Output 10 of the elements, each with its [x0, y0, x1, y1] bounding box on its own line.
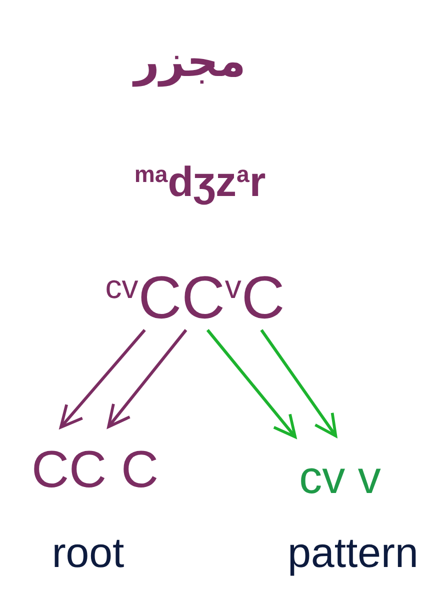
arrow [107, 329, 188, 428]
caption-text: root [52, 532, 124, 574]
arrow [59, 329, 146, 429]
notation-text: CC C [31, 444, 159, 496]
notation-text: $^{cv}$CC$^{v}$C [105, 268, 285, 328]
transcription-text: $^{ma}$dʒz$^{a}$r [134, 161, 266, 203]
arrow [206, 329, 297, 438]
arrow [260, 329, 338, 438]
notation-text: cv v [299, 454, 381, 500]
caption-text: pattern [288, 532, 418, 574]
